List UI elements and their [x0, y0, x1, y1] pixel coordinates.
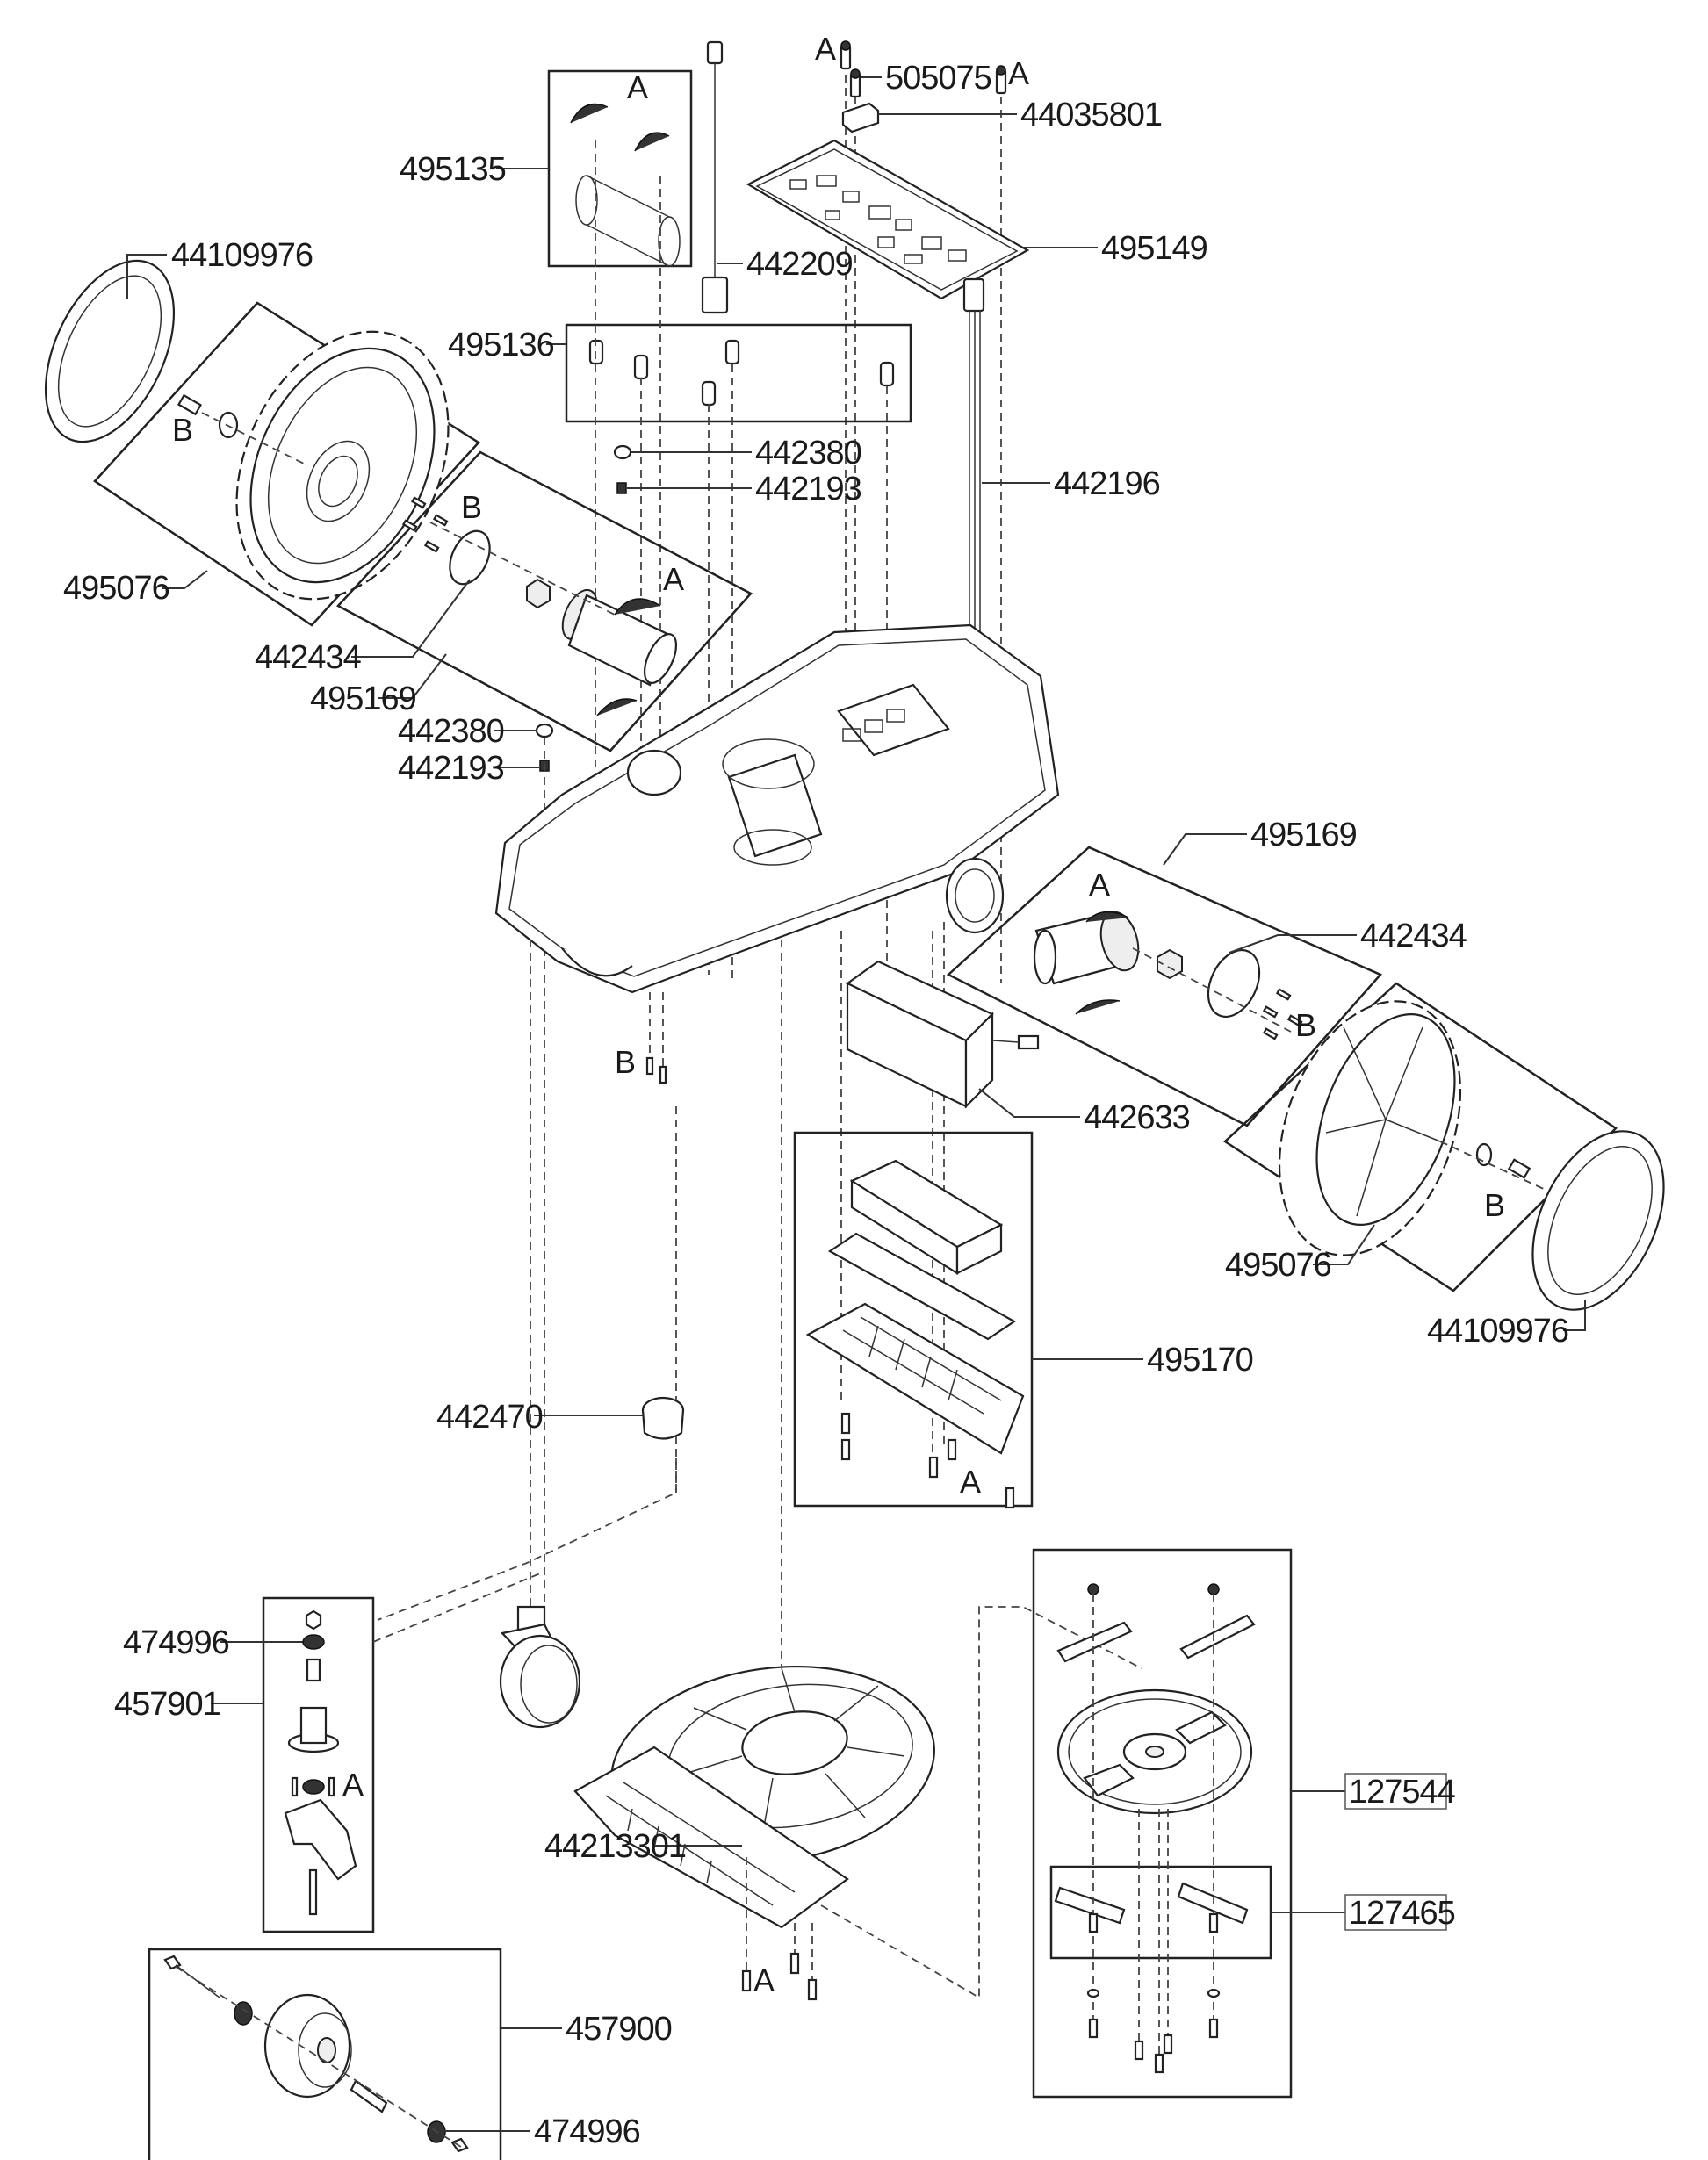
ref-letter-a: A	[342, 1767, 364, 1803]
battery-442633	[845, 960, 1040, 1109]
hub-cover-right	[1531, 1130, 1665, 1311]
part-label-44109976-right[interactable]: 44109976	[1427, 1313, 1569, 1350]
chassis-body	[494, 623, 1060, 994]
part-label-457900[interactable]: 457900	[566, 2011, 673, 2048]
part-label-442434-right[interactable]: 442434	[1360, 918, 1468, 954]
part-label-44213301[interactable]: 44213301	[544, 1828, 687, 1865]
part-label-44035801[interactable]: 44035801	[1020, 97, 1163, 133]
ref-letter-a: A	[960, 1464, 981, 1500]
motor-right	[1033, 911, 1303, 1040]
kit-box-495169-right	[946, 846, 1383, 1127]
bolt-washer-left	[177, 393, 308, 466]
screw-icon	[995, 65, 1007, 95]
ref-letter-b: B	[1484, 1187, 1505, 1223]
part-label-44109976-left[interactable]: 44109976	[171, 237, 313, 274]
bottom-plate-44213301	[573, 1665, 935, 1929]
part-label-495149[interactable]: 495149	[1101, 230, 1208, 267]
ref-letter-a: A	[663, 561, 684, 597]
part-label-box-127465	[1344, 1894, 1447, 1931]
kit-box-495170	[793, 1131, 1034, 1508]
part-label-495076-right[interactable]: 495076	[1225, 1247, 1332, 1284]
part-label-442470[interactable]: 442470	[436, 1399, 544, 1436]
part-label-495169-left[interactable]: 495169	[310, 680, 417, 717]
drive-wheel-right	[1278, 1000, 1546, 1256]
part-label-505075[interactable]: 505075	[885, 60, 992, 97]
part-label-495169-right[interactable]: 495169	[1250, 817, 1358, 853]
ref-letter-a: A	[1089, 867, 1110, 903]
hub-cover-left	[44, 259, 176, 443]
part-label-box-127544	[1344, 1773, 1447, 1810]
part-label-127465[interactable]: 127465	[1349, 1895, 1456, 1932]
spring-icon	[616, 482, 627, 494]
drive-wheel-left	[235, 330, 450, 601]
connector-44035801	[841, 102, 880, 133]
cable-442209	[701, 40, 729, 314]
part-label-127544[interactable]: 127544	[1349, 1774, 1457, 1811]
motor-clamp-icon	[570, 103, 681, 267]
part-label-442209[interactable]: 442209	[746, 246, 854, 283]
part-label-442380-top[interactable]: 442380	[755, 435, 862, 472]
kit-box-495136	[565, 323, 912, 423]
blade-disc-parts	[1054, 1583, 1256, 2074]
part-label-442196[interactable]: 442196	[1054, 465, 1161, 502]
part-label-442193-left[interactable]: 442193	[398, 750, 505, 787]
ref-letter-b: B	[172, 412, 193, 448]
part-label-442380-left[interactable]: 442380	[398, 713, 505, 750]
screw-group-top: A A	[815, 31, 1029, 983]
clip-icons	[588, 339, 895, 407]
grommet-442470	[641, 1396, 685, 1440]
ref-letter-b: B	[461, 489, 482, 525]
part-label-442193-top[interactable]: 442193	[755, 471, 862, 508]
part-label-474996-top[interactable]: 474996	[123, 1624, 230, 1661]
part-label-474996-bottom[interactable]: 474996	[534, 2113, 641, 2150]
screw-icon	[645, 1056, 654, 1076]
ref-letter-a: A	[753, 1962, 775, 1998]
motor-left	[401, 496, 678, 716]
ref-letter-a: A	[815, 31, 836, 67]
front-wheel-parts	[163, 1955, 469, 2153]
part-label-495170[interactable]: 495170	[1147, 1342, 1254, 1379]
ref-letter-b: B	[615, 1044, 636, 1080]
kit-box-495135	[547, 69, 693, 268]
part-label-442434-left[interactable]: 442434	[255, 639, 363, 676]
screw-icon	[849, 68, 861, 98]
button-icon	[535, 723, 554, 738]
ref-letter-b: B	[1295, 1007, 1316, 1043]
kit-box-127544	[1032, 1548, 1293, 2099]
part-label-495136[interactable]: 495136	[448, 327, 555, 364]
part-label-495076-left[interactable]: 495076	[63, 570, 170, 607]
circuit-board-495149	[746, 139, 1030, 300]
kit-box-457901	[262, 1596, 375, 1933]
fork-parts	[284, 1609, 357, 1916]
kit-box-495169-left	[335, 450, 753, 752]
kit-box-457900	[148, 1948, 502, 2160]
kit-box-495076-left	[93, 301, 480, 627]
part-label-442633[interactable]: 442633	[1084, 1099, 1191, 1136]
ref-letter-a: A	[627, 69, 648, 105]
screw-icon	[840, 40, 852, 70]
bottom-screws	[741, 1857, 818, 2001]
button-icon	[613, 444, 632, 460]
screw-icon	[659, 1065, 667, 1084]
part-label-457901[interactable]: 457901	[114, 1686, 221, 1723]
caster-wheel	[499, 1605, 581, 1729]
ref-letter-a: A	[1008, 55, 1029, 91]
part-label-495135[interactable]: 495135	[400, 151, 507, 188]
battery-cover-parts	[805, 1159, 1025, 1509]
